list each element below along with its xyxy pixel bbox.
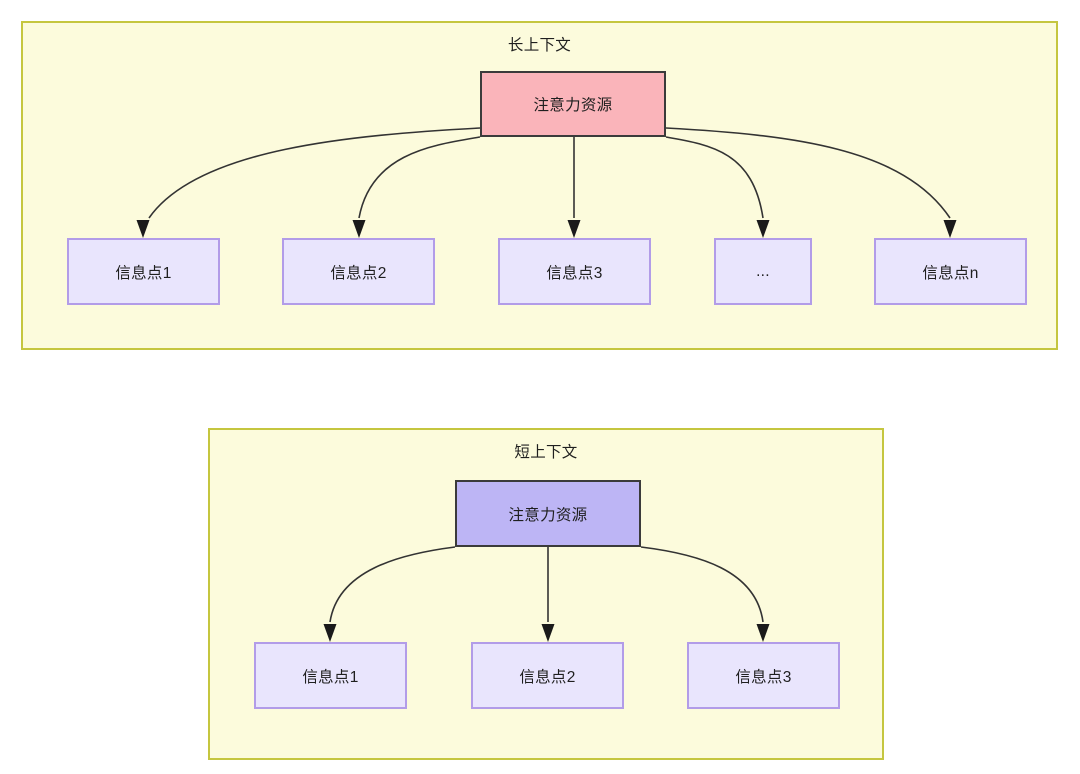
edge-root-to-leaf-2 (358, 136, 481, 219)
arrowhead-leaf-1 (136, 220, 150, 238)
node-info-point-long-ellipsis[interactable]: ... (714, 238, 812, 305)
panel-short-context-title: 短上下文 (514, 444, 578, 461)
node-info-point-short-3-label: 信息点3 (735, 668, 792, 686)
node-info-point-short-2-label: 信息点2 (519, 668, 576, 686)
panel-long-context: 长上下文 注意力资源 信息点1 信息点2 (21, 21, 1058, 350)
node-attention-resource-short-label: 注意力资源 (508, 506, 588, 524)
node-info-point-long-2[interactable]: 信息点2 (282, 238, 435, 305)
node-info-point-long-n[interactable]: 信息点n (874, 238, 1027, 305)
arrowhead-leaf-2 (352, 220, 366, 238)
arrowhead-leaf-4 (756, 220, 770, 238)
node-info-point-long-2-label: 信息点2 (330, 264, 387, 282)
node-info-point-long-3[interactable]: 信息点3 (498, 238, 651, 305)
node-attention-resource-short[interactable]: 注意力资源 (455, 480, 641, 547)
node-info-point-long-n-label: 信息点n (922, 264, 979, 282)
node-info-point-long-1-label: 信息点1 (115, 264, 172, 282)
arrowhead-leaf-s1 (323, 624, 337, 642)
edge-root-to-leaf-s3 (640, 546, 764, 623)
panel-short-context: 短上下文 注意力资源 信息点1 信息点2 信息点3 (208, 428, 884, 760)
node-info-point-short-1[interactable]: 信息点1 (254, 642, 407, 709)
node-attention-resource-long-label: 注意力资源 (533, 97, 613, 114)
node-info-point-long-3-label: 信息点3 (546, 264, 603, 282)
arrowhead-leaf-s2 (541, 624, 555, 642)
arrowhead-leaf-5 (943, 220, 957, 238)
arrowhead-leaf-3 (567, 220, 581, 238)
node-info-point-short-1-label: 信息点1 (302, 668, 359, 686)
node-attention-resource-long[interactable]: 注意力资源 (480, 71, 666, 137)
arrowhead-leaf-s3 (756, 624, 770, 642)
edge-root-to-leaf-4 (665, 136, 764, 219)
node-info-point-long-ellipsis-label: ... (756, 262, 770, 280)
node-info-point-long-1[interactable]: 信息点1 (67, 238, 220, 305)
edge-root-to-leaf-5 (665, 127, 951, 219)
edge-root-to-leaf-1 (148, 127, 481, 219)
node-info-point-short-3[interactable]: 信息点3 (687, 642, 840, 709)
node-info-point-short-2[interactable]: 信息点2 (471, 642, 624, 709)
edge-root-to-leaf-s1 (329, 546, 456, 623)
panel-long-context-title: 长上下文 (507, 37, 572, 54)
